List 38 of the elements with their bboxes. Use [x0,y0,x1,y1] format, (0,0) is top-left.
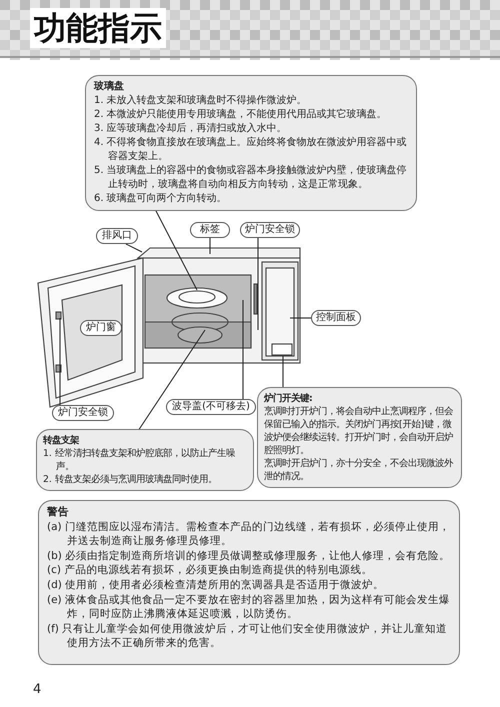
leader-line [126,244,142,252]
list-item: 5. 当玻璃盘上的容器中的食物或容器本身接触微波炉内壁，使玻璃盘停止转动时，玻璃盘将自动向相反方向转动，这是正常现象。 [94,164,408,192]
list-item: 2. 本微波炉只能使用专用玻璃盘，不能使用代用品或其它玻璃盘。 [94,108,388,122]
callout-box [85,75,417,211]
list-item: (a) 门缝范围应以湿布清洁。需检查本产品的门边线缝，若有损坏，必须停止使用，并送去制造商让服务修理员修理。 [47,520,451,549]
leader-line [242,300,244,400]
callout-box [257,387,462,488]
list-item: 4. 不得将食物直接放在玻璃盘上。应始终将食物放在微波炉用容器中或容器支架上。 [94,136,408,164]
box-heading: 转盘支架 [43,434,80,447]
list-item: 1. 未放入转盘支架和玻璃盘时不得操作微波炉。 [94,94,308,108]
paragraph: 烹调时开启炉门，亦十分安全，不会出现微波外泄的情况。 [264,457,454,483]
list-item: (c) 产品的电源线若有损坏，必须更换由制造商提供的特别电源线。 [47,563,374,578]
list-item: 3. 应等玻璃盘冷却后，再清扫或放入水中。 [94,122,288,136]
part-label: 标签 [190,222,230,238]
list-item: 2. 转盘支架必须与烹调用玻璃盘同时使用。 [43,473,218,486]
list-item: (d) 使用前，使用者必须检查清楚所用的烹调器具是否适用于微波炉。 [47,578,386,593]
page-title: 功能指示 [30,8,166,48]
page-number: 4 [33,682,42,698]
box-heading: 警告 [47,505,70,520]
callout-box [36,429,254,491]
list-item: (e) 液体食品或其他食品一定不要放在密封的容器里加热，因为这样有可能会发生爆炸，同时应防止沸腾液体延迟喷溅，以防烫伤。 [47,592,451,622]
part-label: 排风口 [96,228,138,244]
part-label: 炉门安全锁 [240,222,300,238]
list-item: 1. 经常清扫转盘支架和炉腔底部，以防止产生噪声。 [43,447,236,473]
warning-box [38,500,460,665]
leader-line [282,356,284,388]
leader-line [154,208,198,290]
part-label: 炉门安全锁 [52,405,114,421]
part-label: 炉门窗 [80,320,122,336]
paragraph: 烹调时打开炉门，将会自动中止烹调程序，但会保留已输入的指示。关闭炉门再按[开始]键，微波炉便会继续运转。打开炉门时，会自动开启炉腔照明灯。 [264,405,454,457]
part-label: 波导盖(不可移去) [166,399,256,415]
box-heading: 玻璃盘 [94,80,125,94]
list-item: (f) 只有让儿童学会如何使用微波炉后，才可让他们安全使用微波炉，并让儿童知道使用方法不正确所带来的危害。 [47,622,448,651]
part-label: 控制面板 [311,310,361,326]
list-item: 6. 玻璃盘可向两个方向转动。 [94,192,228,206]
list-item: (b) 必须由指定制造商所培训的修理员做调整或修理服务，让他人修理，会有危险。 [47,548,451,564]
leader-line [138,330,206,432]
box-heading: 炉门开关键: [264,392,314,405]
